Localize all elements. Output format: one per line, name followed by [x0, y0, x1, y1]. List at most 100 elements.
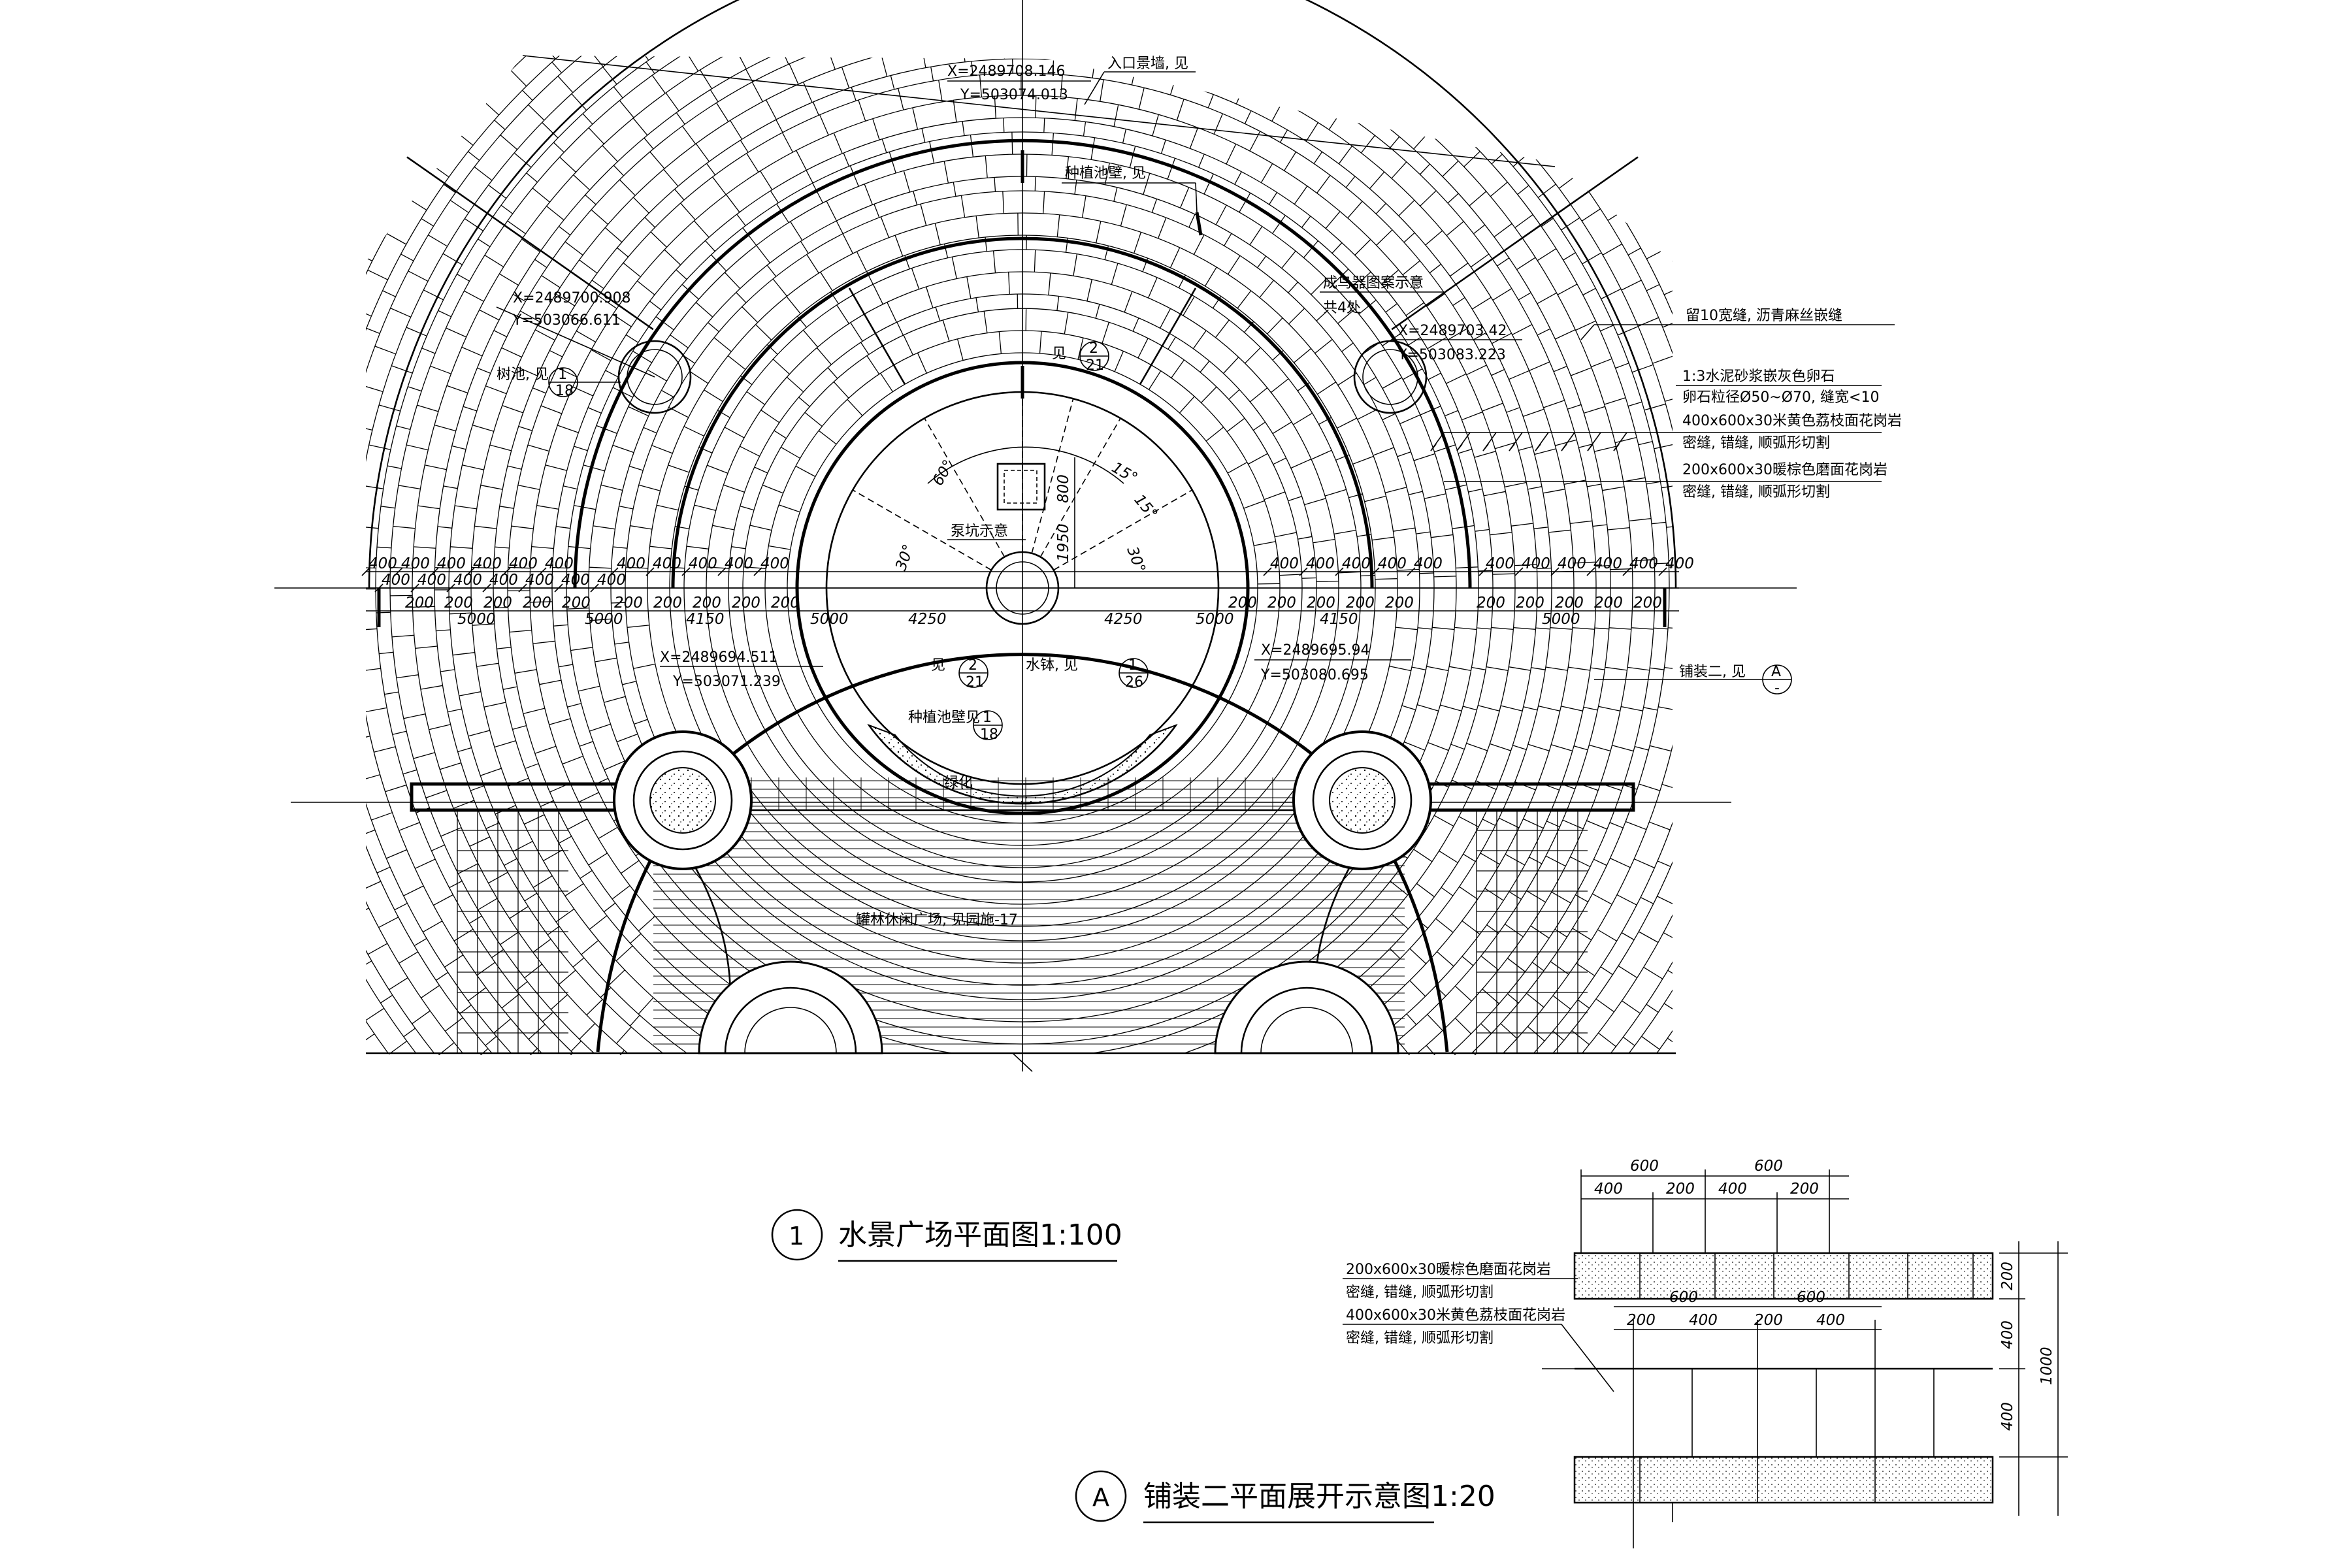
svg-text:600: 600 — [1630, 1158, 1659, 1175]
svg-text:21: 21 — [1086, 357, 1104, 374]
svg-text:400: 400 — [1629, 555, 1658, 572]
svg-text:200: 200 — [1346, 595, 1375, 612]
note-pump-pit: 泵坑示意 — [947, 523, 1026, 540]
expansion-joints — [377, 150, 1667, 627]
svg-text:200: 200 — [1555, 595, 1584, 612]
svg-text:见: 见 — [1052, 346, 1066, 362]
bottom-break — [1012, 1053, 1033, 1072]
svg-text:200: 200 — [483, 595, 512, 612]
svg-text:200: 200 — [771, 595, 800, 612]
angle-15-b: 15° — [1130, 491, 1160, 523]
svg-text:5000: 5000 — [810, 611, 849, 628]
svg-text:26: 26 — [1125, 674, 1143, 691]
svg-text:600: 600 — [1669, 1289, 1698, 1306]
svg-text:种植池壁, 见: 种植池壁, 见 — [1065, 165, 1146, 182]
coord-lower-left: X=2489694.511 Y=503071.239 — [660, 649, 823, 690]
tree-pit-lower-right — [1292, 730, 1432, 870]
svg-text:400: 400 — [1594, 1181, 1623, 1198]
plan-title: 水景广场平面图1:100 — [838, 1218, 1122, 1252]
svg-text:200: 200 — [614, 595, 643, 612]
greenery-planter — [867, 723, 1178, 804]
tree-pit-lower-left — [613, 730, 753, 870]
svg-text:1000: 1000 — [2038, 1347, 2055, 1385]
svg-text:2: 2 — [968, 657, 977, 674]
svg-text:A: A — [1771, 664, 1781, 680]
svg-text:400: 400 — [1718, 1181, 1747, 1198]
coord-upper-left: X=2489700.908 Y=503066.611 — [496, 290, 655, 378]
svg-text:400: 400 — [368, 555, 397, 572]
svg-text:树池, 见: 树池, 见 — [497, 367, 549, 383]
svg-text:见: 见 — [931, 657, 945, 674]
svg-text:密缝, 错缝, 顺弧形切割: 密缝, 错缝, 顺弧形切割 — [1682, 435, 1830, 451]
svg-text:200: 200 — [444, 595, 473, 612]
svg-text:Y=503083.223: Y=503083.223 — [1397, 347, 1506, 363]
svg-text:200: 200 — [405, 595, 434, 612]
svg-text:200: 200 — [1633, 595, 1662, 612]
svg-text:X=2489694.511: X=2489694.511 — [660, 649, 777, 666]
svg-text:200: 200 — [1516, 595, 1544, 612]
svg-text:400: 400 — [653, 555, 681, 572]
svg-text:400: 400 — [437, 555, 466, 572]
svg-text:400: 400 — [1558, 555, 1586, 572]
svg-text:X=2489700.908: X=2489700.908 — [513, 290, 630, 306]
svg-text:4250: 4250 — [908, 611, 947, 628]
svg-text:X=2489703.42: X=2489703.42 — [1398, 323, 1507, 339]
svg-text:200: 200 — [523, 595, 551, 612]
note-entrance: 入口景墙, 见 — [1084, 56, 1196, 105]
svg-text:200x600x30暖棕色磨面花岗岩: 200x600x30暖棕色磨面花岗岩 — [1346, 1262, 1551, 1278]
svg-text:4250: 4250 — [1104, 611, 1143, 628]
svg-text:400: 400 — [1342, 555, 1371, 572]
svg-text:400: 400 — [401, 555, 430, 572]
note-water-feature: 水钵, 见 1 26 — [1026, 657, 1149, 691]
svg-text:400: 400 — [509, 555, 538, 572]
inner-ring-boundary — [671, 237, 1374, 589]
radial-rays — [406, 156, 1639, 385]
svg-text:400: 400 — [760, 555, 789, 572]
svg-text:1: 1 — [1128, 657, 1137, 674]
svg-text:400: 400 — [1999, 1320, 2016, 1349]
dim-800: 800 — [1055, 474, 1072, 503]
detail-strip-top — [1573, 1252, 1994, 1300]
angle-60: 60° — [930, 457, 958, 489]
svg-text:21: 21 — [966, 674, 984, 691]
note-tree-pit: 树池, 见 1 18 — [497, 367, 621, 399]
svg-text:2: 2 — [1089, 340, 1098, 357]
coord-lower-right: X=2489695.94 Y=503080.695 — [1254, 642, 1411, 683]
svg-text:18: 18 — [980, 727, 998, 743]
angle-30-right: 30° — [1123, 544, 1148, 575]
svg-text:400: 400 — [561, 572, 590, 589]
svg-text:200: 200 — [1666, 1181, 1695, 1198]
svg-text:-: - — [1774, 680, 1780, 696]
svg-text:200: 200 — [732, 595, 760, 612]
plan-title-number: 1 — [789, 1222, 804, 1250]
svg-text:5000: 5000 — [1542, 611, 1580, 628]
note-planter-wall-top: 种植池壁, 见 — [1062, 165, 1198, 213]
tree-pit-upper-left — [617, 340, 692, 414]
svg-text:铺装二, 见: 铺装二, 见 — [1679, 664, 1746, 680]
svg-text:200: 200 — [693, 595, 721, 612]
pump-pit-inner — [1004, 470, 1037, 504]
outer-ring-arc — [573, 139, 1472, 589]
tree-pit-upper-right — [1353, 340, 1428, 414]
svg-text:200: 200 — [562, 595, 591, 612]
svg-text:5000: 5000 — [585, 611, 623, 628]
bottom-circle-right — [1214, 960, 1399, 1054]
angle-guides — [852, 392, 1193, 571]
svg-text:400x600x30米黄色荔枝面花岗岩: 400x600x30米黄色荔枝面花岗岩 — [1682, 413, 1902, 429]
svg-text:400: 400 — [1414, 555, 1443, 572]
svg-text:Y=503074.013: Y=503074.013 — [960, 87, 1068, 103]
svg-text:4150: 4150 — [686, 611, 725, 628]
svg-text:密缝, 错缝, 顺弧形切割: 密缝, 错缝, 顺弧形切割 — [1346, 1284, 1494, 1301]
svg-text:Y=503066.611: Y=503066.611 — [512, 312, 621, 329]
tree-pit-upper-left-inner — [627, 349, 683, 405]
tree-pit-upper-right-inner — [1362, 349, 1418, 405]
svg-text:1: 1 — [983, 710, 992, 726]
svg-text:400: 400 — [1665, 555, 1694, 572]
svg-text:4150: 4150 — [1320, 611, 1358, 628]
svg-text:400: 400 — [1689, 1312, 1718, 1329]
svg-text:400: 400 — [382, 572, 410, 589]
angle-30-left: 30° — [892, 542, 917, 573]
svg-text:600: 600 — [1754, 1158, 1783, 1175]
svg-text:400: 400 — [545, 555, 574, 572]
